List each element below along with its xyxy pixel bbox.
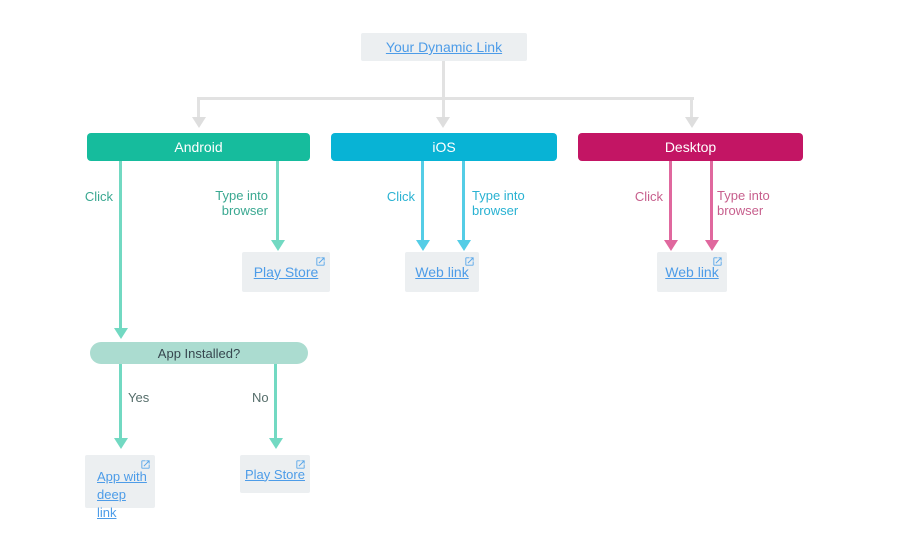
no-label: No: [252, 390, 269, 405]
gray-arrowhead-desktop: [685, 117, 699, 128]
android-header: Android: [87, 133, 310, 161]
root-node: Your Dynamic Link: [361, 33, 527, 61]
dynamic-link-anchor[interactable]: Your Dynamic Link: [385, 39, 503, 55]
android-click-arrowhead: [114, 328, 128, 339]
connector-drop-android: [197, 97, 200, 118]
external-link-icon: [713, 257, 722, 266]
desktop-web-link-node: Web link: [657, 252, 727, 292]
yes-label: Yes: [128, 390, 150, 405]
gray-arrowhead-ios: [436, 117, 450, 128]
gray-arrowhead-android: [192, 117, 206, 128]
desktop-type-arrowhead: [705, 240, 719, 251]
desktop-click-line: [669, 161, 672, 240]
android-click-line: [119, 161, 122, 328]
connector-horizontal: [197, 97, 694, 100]
play-store-bottom-link[interactable]: Play Store: [245, 466, 305, 482]
no-line: [274, 364, 277, 440]
external-link-icon: [141, 460, 150, 469]
connector-drop-desktop: [690, 97, 693, 118]
ios-click-line: [421, 161, 424, 240]
desktop-click-label: Click: [634, 189, 663, 204]
desktop-web-link[interactable]: Web link: [665, 264, 719, 280]
desktop-type-line: [710, 161, 713, 240]
desktop-header: Desktop: [578, 133, 803, 161]
android-type-arrowhead: [271, 240, 285, 251]
external-link-icon: [296, 460, 305, 469]
play-store-link[interactable]: Play Store: [253, 264, 319, 280]
ios-type-label: Type into browser: [472, 188, 525, 218]
desktop-click-arrowhead: [664, 240, 678, 251]
ios-web-link-node: Web link: [405, 252, 479, 292]
external-link-icon: [465, 257, 474, 266]
app-installed-decision: App Installed?: [90, 342, 308, 364]
ios-click-label: Click: [386, 189, 415, 204]
app-deep-link-link[interactable]: App with deep link: [97, 469, 147, 520]
ios-click-arrowhead: [416, 240, 430, 251]
desktop-type-label: Type into browser: [717, 188, 770, 218]
no-arrowhead: [269, 438, 283, 449]
play-store-node: Play Store: [242, 252, 330, 292]
play-store-bottom-node: Play Store: [240, 455, 310, 493]
ios-header: iOS: [331, 133, 557, 161]
android-click-label: Click: [84, 189, 113, 204]
connector-drop-ios: [442, 97, 445, 118]
ios-web-link[interactable]: Web link: [415, 264, 469, 280]
ios-type-line: [462, 161, 465, 240]
connector-root-stub: [442, 61, 445, 97]
app-deep-link-node: App with deep link: [85, 455, 155, 520]
android-type-line: [276, 161, 279, 240]
external-link-icon: [316, 257, 325, 266]
yes-line: [119, 364, 122, 440]
ios-type-arrowhead: [457, 240, 471, 251]
yes-arrowhead: [114, 438, 128, 449]
android-type-label: Type into browser: [215, 188, 268, 218]
